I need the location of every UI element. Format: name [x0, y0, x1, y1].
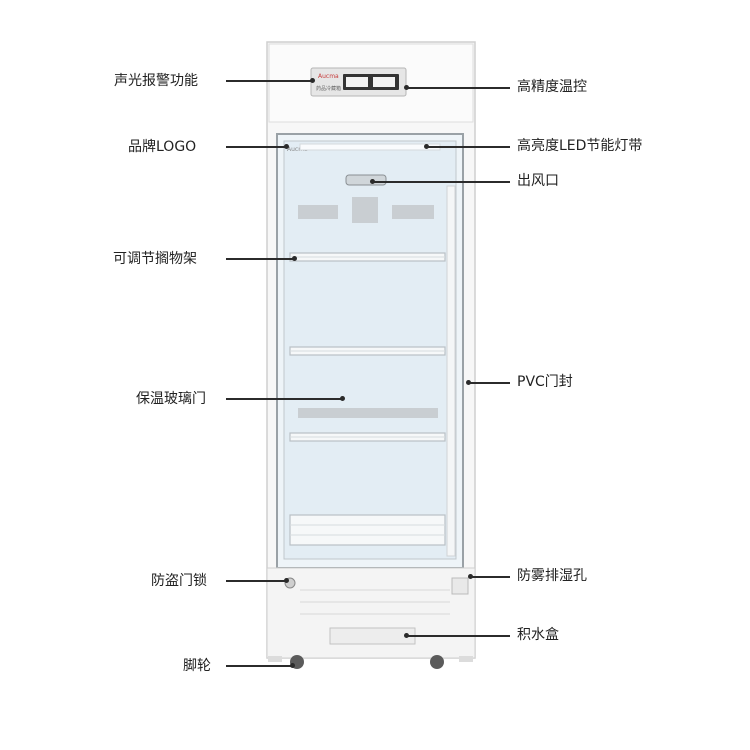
leader-precision-temp-control — [406, 87, 510, 89]
shelf-4 — [289, 514, 446, 546]
label-led-light-strip: 高亮度LED节能灯带 — [517, 138, 643, 154]
leader-adjustable-shelf — [226, 258, 294, 260]
drain-hole — [451, 577, 469, 595]
door-brand-text: Aucma — [287, 146, 308, 153]
leader-insulated-glass-door — [226, 398, 342, 400]
dot-brand-logo — [284, 144, 289, 149]
panel-subtitle-text: 药品冷藏箱 — [316, 85, 341, 92]
leader-caster — [226, 665, 292, 667]
label-insulated-glass-door: 保温玻璃门 — [136, 391, 206, 407]
leader-air-outlet — [372, 181, 510, 183]
label-brand-logo: 品牌LOGO — [128, 139, 197, 155]
leader-water-tray — [406, 635, 510, 637]
leader-led-light-strip — [426, 146, 510, 148]
dot-insulated-glass-door — [340, 396, 345, 401]
dot-adjustable-shelf — [292, 256, 297, 261]
dot-anti-theft-lock — [284, 578, 289, 583]
label-water-tray: 积水盒 — [517, 627, 559, 643]
label-pvc-door-seal: PVC门封 — [517, 374, 573, 390]
water-tray — [329, 627, 416, 645]
label-anti-theft-lock: 防盗门锁 — [151, 573, 207, 589]
leader-antifog-drain-hole — [470, 576, 510, 578]
leader-anti-theft-lock — [226, 580, 286, 582]
label-adjustable-shelf: 可调节搁物架 — [113, 251, 197, 267]
panel-brand-text: Aucma — [318, 73, 339, 80]
label-air-outlet: 出风口 — [517, 173, 559, 189]
leader-pvc-door-seal — [468, 382, 510, 384]
air-outlet-vent — [345, 174, 387, 186]
label-precision-temp-control: 高精度温控 — [517, 79, 587, 95]
dot-sound-light-alarm — [310, 78, 315, 83]
leader-sound-light-alarm — [226, 80, 312, 82]
leader-brand-logo — [226, 146, 286, 148]
label-caster: 脚轮 — [183, 658, 211, 674]
label-antifog-drain-hole: 防雾排湿孔 — [517, 568, 587, 584]
led-strip — [299, 143, 441, 151]
dot-caster — [290, 663, 295, 668]
caster-right — [430, 655, 444, 669]
label-sound-light-alarm: 声光报警功能 — [114, 73, 198, 89]
